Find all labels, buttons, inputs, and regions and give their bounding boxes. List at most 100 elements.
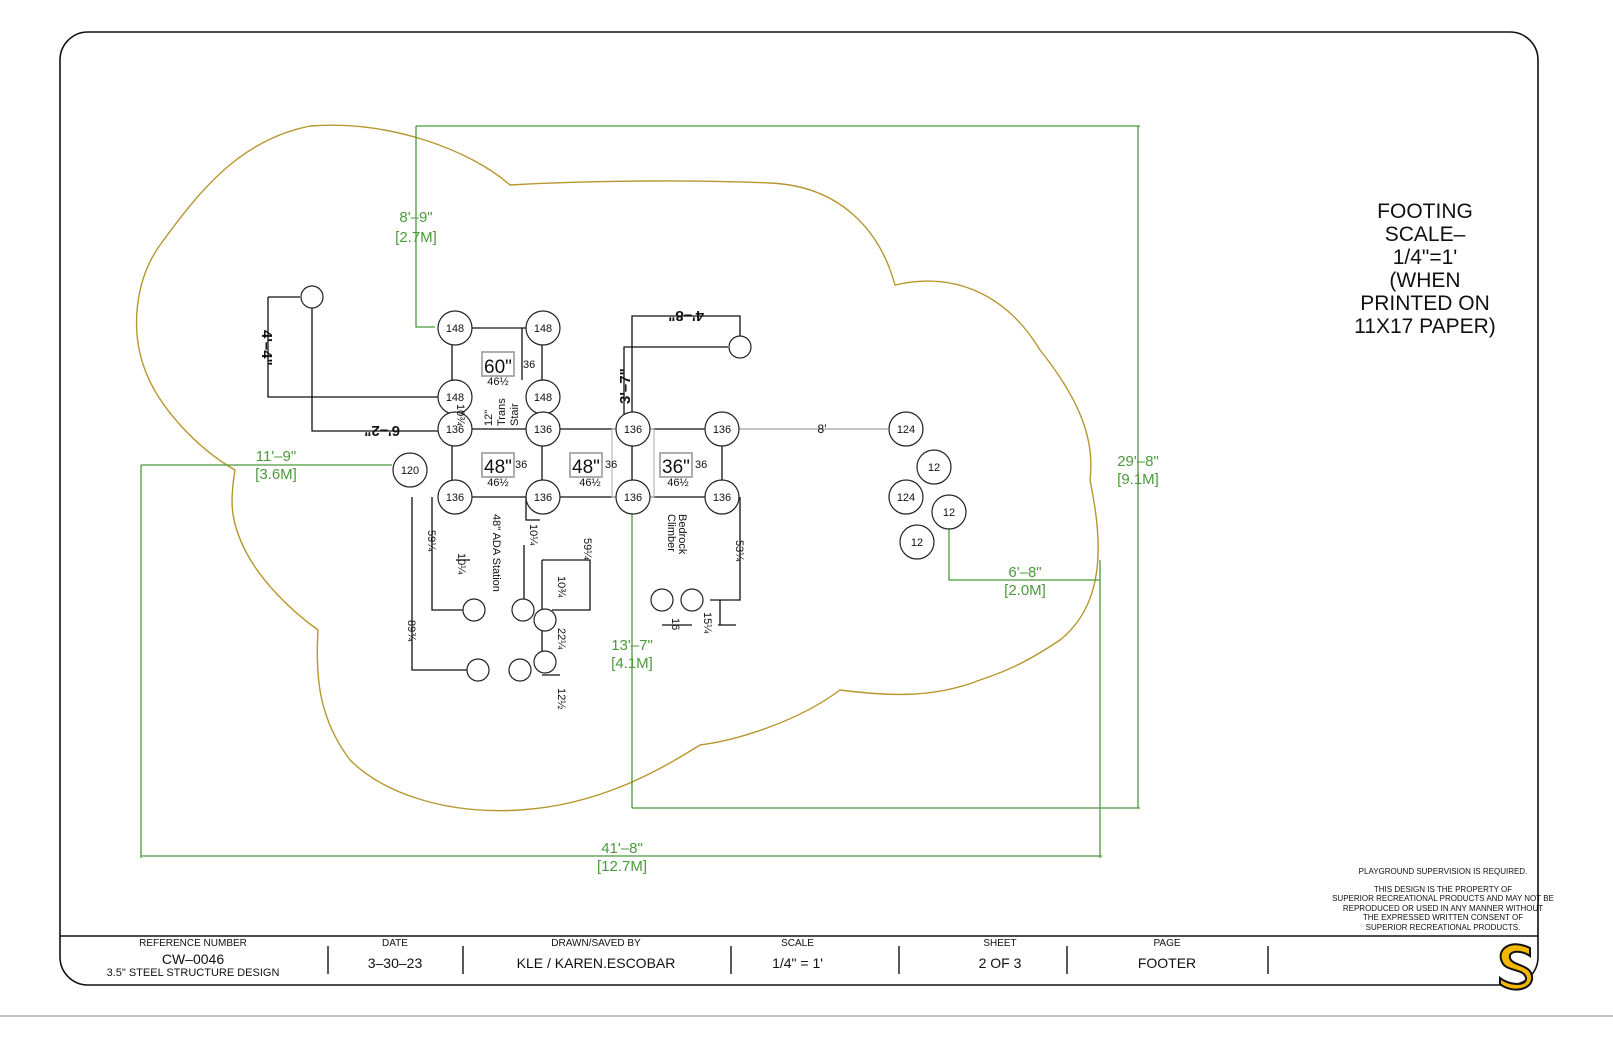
reference-subtitle: 3.5" STEEL STRUCTURE DESIGN (106, 967, 280, 979)
deck-box-2 (481, 452, 515, 478)
post-footings: 148 148 148 148 136 136 136 136 136 136 … (392, 310, 967, 560)
svg-text:53¼: 53¼ (733, 540, 745, 562)
svg-text:59¼: 59¼ (581, 538, 593, 560)
svg-text:[9.1M]: [9.1M] (1117, 471, 1159, 488)
post-footing: 136 (704, 411, 740, 447)
svg-text:29'–8": 29'–8" (1117, 453, 1159, 470)
company-logo (1499, 943, 1534, 991)
svg-text:6'–2": 6'–2" (364, 422, 400, 439)
svg-text:59¼: 59¼ (425, 530, 437, 552)
small-footings (300, 285, 752, 682)
property-notes: PLAYGROUND SUPERVISION IS REQUIRED. THIS… (1318, 867, 1568, 932)
svg-text:13'–7": 13'–7" (611, 637, 653, 654)
page-label: PAGE (1153, 938, 1181, 949)
post-footing: 12 (931, 494, 967, 530)
property-line: SUPERIOR RECREATIONAL PRODUCTS. (1365, 922, 1521, 932)
post-footing: 136 (525, 479, 561, 515)
svg-text:8': 8' (818, 422, 827, 436)
svg-text:12½: 12½ (555, 688, 567, 709)
post-footing: 124 (888, 411, 924, 447)
property-line: THIS DESIGN IS THE PROPERTY OF (1373, 884, 1513, 894)
scale-note-line: 1/4"=1' (1392, 246, 1458, 269)
svg-text:11'–9": 11'–9" (256, 448, 296, 465)
deck-box-3 (569, 452, 603, 478)
post-footing: 148 (525, 310, 561, 346)
svg-text:148: 148 (446, 323, 464, 335)
svg-text:136: 136 (534, 492, 552, 504)
svg-text:124: 124 (897, 492, 915, 504)
svg-text:10¾: 10¾ (555, 576, 567, 598)
dimension-lines (140, 125, 1140, 858)
svg-text:Stair: Stair (509, 403, 521, 426)
svg-text:36: 36 (605, 459, 617, 471)
svg-text:89¾: 89¾ (405, 620, 417, 642)
svg-text:[2.0M]: [2.0M] (1004, 582, 1046, 599)
svg-text:46½: 46½ (487, 376, 508, 388)
post-footing: 136 (615, 411, 651, 447)
page-value: FOOTER (1137, 955, 1197, 971)
svg-text:4'–4": 4'–4" (258, 330, 275, 366)
svg-text:Bedrock: Bedrock (676, 514, 688, 555)
svg-text:136: 136 (446, 424, 464, 436)
svg-text:15¼: 15¼ (701, 612, 713, 634)
svg-text:46½: 46½ (487, 477, 508, 489)
svg-text:136: 136 (713, 424, 731, 436)
structure-dimension-labels: 4'–4" 6'–2" 4'–8" 3'–7" 8' (258, 307, 826, 439)
svg-text:[4.1M]: [4.1M] (611, 655, 653, 672)
svg-text:46½: 46½ (579, 477, 600, 489)
svg-text:148: 148 (446, 392, 464, 404)
component-labels: 12" Trans Stair 48" ADA Station Bedrock … (483, 398, 688, 592)
svg-text:41'–8": 41'–8" (601, 840, 643, 857)
post-footing: 136 (525, 411, 561, 447)
svg-text:36: 36 (695, 459, 707, 471)
svg-text:10¼: 10¼ (455, 553, 467, 575)
svg-text:36: 36 (523, 359, 535, 371)
deck-box-4 (659, 452, 693, 478)
property-line: SUPERIOR RECREATIONAL PRODUCTS AND MAY N… (1332, 894, 1554, 903)
post-footing: 148 (437, 310, 473, 346)
svg-text:10¼: 10¼ (527, 524, 539, 546)
svg-text:48" ADA Station: 48" ADA Station (490, 514, 502, 592)
svg-text:3'–7": 3'–7" (617, 368, 634, 404)
svg-text:124: 124 (897, 424, 915, 436)
post-footing: 148 (437, 379, 473, 415)
svg-text:46½: 46½ (667, 477, 688, 489)
post-footing: 12 (916, 449, 952, 485)
title-block-separators (327, 946, 1269, 974)
scale-label: SCALE (781, 938, 814, 949)
post-footing: 124 (888, 479, 924, 515)
reference-label: REFERENCE NUMBER (139, 938, 247, 949)
sheet-value: 2 OF 3 (978, 955, 1022, 971)
svg-text:10¾: 10¾ (454, 404, 466, 426)
date-label: DATE (382, 938, 408, 949)
svg-text:[2.7M]: [2.7M] (395, 229, 437, 246)
drawn-value: KLE / KAREN.ESCOBAR (516, 955, 676, 971)
svg-text:[3.6M]: [3.6M] (255, 466, 297, 483)
drawn-cell: DRAWN/SAVED BY KLE / KAREN.ESCOBAR (480, 938, 712, 986)
svg-text:12: 12 (928, 462, 940, 474)
sheet-border (59, 31, 1539, 986)
svg-text:36": 36" (662, 457, 690, 478)
svg-text:136: 136 (624, 424, 642, 436)
scale-note-line: 11X17 PAPER) (1354, 315, 1496, 338)
svg-text:136: 136 (713, 492, 731, 504)
supervision-note: PLAYGROUND SUPERVISION IS REQUIRED. (1358, 867, 1528, 876)
structure-lines (267, 296, 888, 676)
scale-note: FOOTING SCALE– 1/4"=1' (WHEN PRINTED ON … (1345, 200, 1505, 338)
svg-text:48": 48" (484, 457, 512, 478)
svg-text:148: 148 (534, 392, 552, 404)
svg-text:12: 12 (943, 507, 955, 519)
svg-text:36: 36 (515, 459, 527, 471)
svg-text:6'–8": 6'–8" (1008, 564, 1041, 581)
small-dimension-labels: 59¼ 10¼ 10¼ 59¼ 10¾ 22¼ 12½ 89¾ 53¼ 15¼ … (405, 404, 745, 709)
scale-value: 1/4" = 1' (772, 955, 823, 971)
drawn-label: DRAWN/SAVED BY (551, 938, 641, 949)
scale-note-line: (WHEN (1389, 269, 1461, 292)
post-footing: 120 (392, 452, 428, 488)
svg-text:136: 136 (624, 492, 642, 504)
sheet-cell: SHEET 2 OF 3 (940, 938, 1060, 986)
svg-text:4'–8": 4'–8" (668, 307, 704, 324)
svg-text:120: 120 (401, 465, 419, 477)
svg-text:22¼: 22¼ (555, 628, 567, 650)
